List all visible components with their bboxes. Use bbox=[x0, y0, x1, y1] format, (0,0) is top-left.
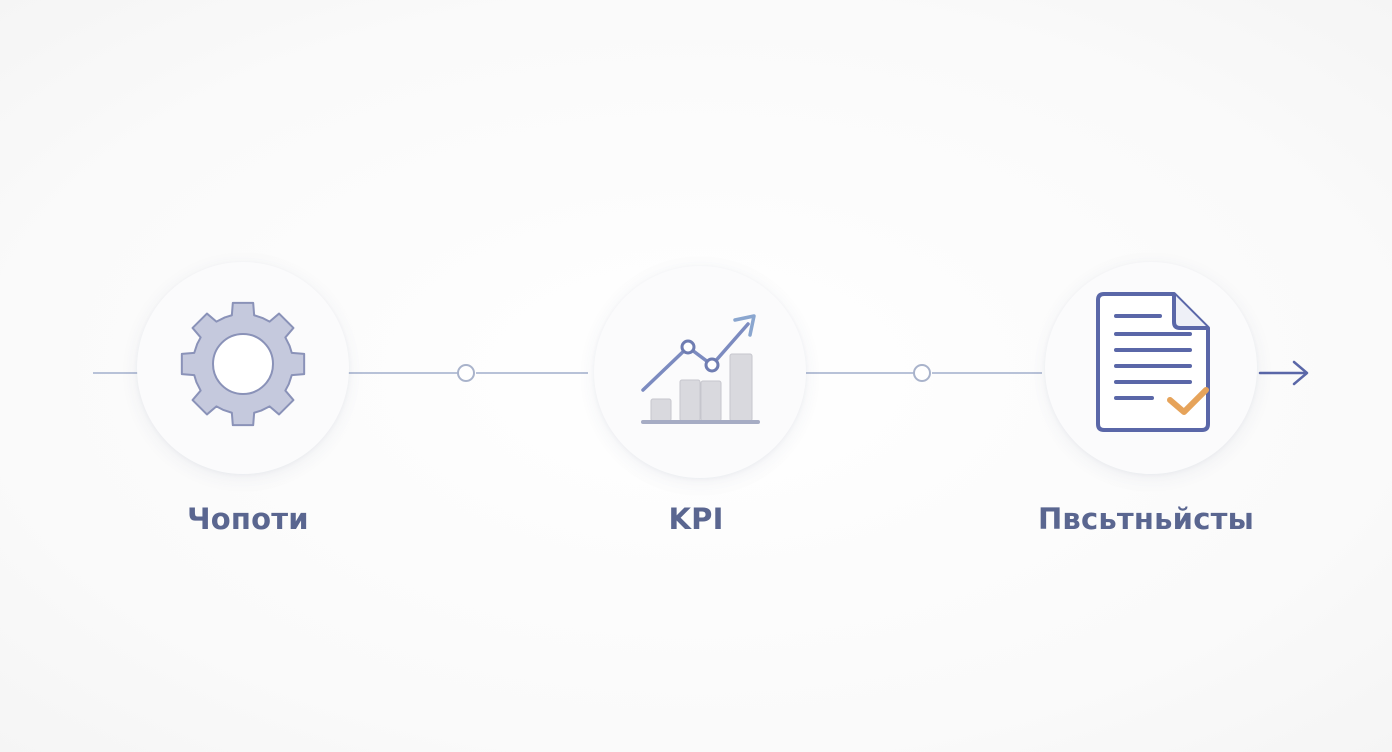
document-check-icon bbox=[1096, 292, 1210, 432]
connector-line-2b bbox=[932, 372, 1042, 374]
step-label-2: KPI bbox=[668, 502, 724, 536]
connector-line-1a bbox=[348, 372, 458, 374]
chart-bar-3 bbox=[700, 380, 722, 422]
chart-bar-4 bbox=[729, 353, 753, 422]
connector-line-start bbox=[93, 372, 139, 374]
connector-node-2 bbox=[913, 364, 931, 382]
chart-bar-1 bbox=[650, 398, 672, 422]
step-circle-2 bbox=[594, 266, 806, 478]
connector-node-1 bbox=[457, 364, 475, 382]
check-icon bbox=[1167, 387, 1209, 415]
gear-icon bbox=[180, 301, 306, 427]
connector-line-1b bbox=[476, 372, 588, 374]
chart-bar-2 bbox=[679, 379, 701, 422]
step-label-1: Чопоти bbox=[187, 502, 309, 536]
bar-chart-trend-icon bbox=[641, 314, 760, 424]
step-label-3: Пвсьтньйсты bbox=[1037, 502, 1255, 536]
connector-line-2a bbox=[806, 372, 914, 374]
arrow-right-icon bbox=[1258, 360, 1309, 386]
